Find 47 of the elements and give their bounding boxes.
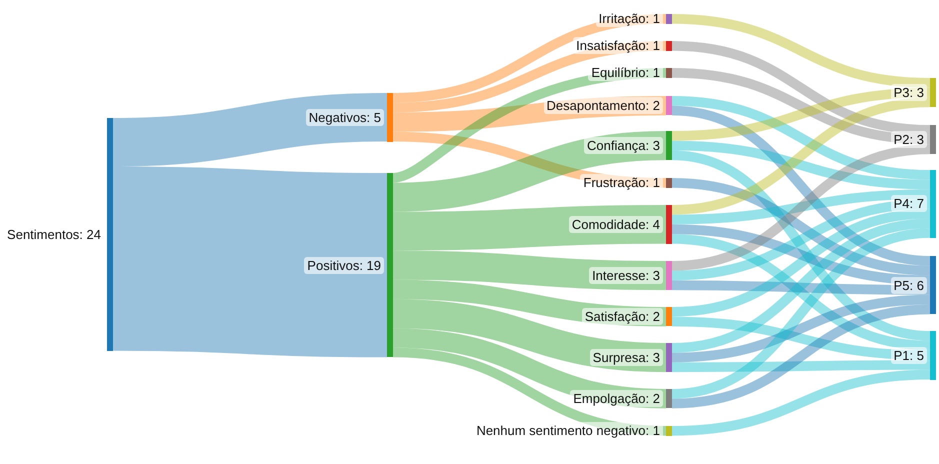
node-label: Negativos: 5 <box>306 108 384 126</box>
flow-band <box>392 68 666 183</box>
node-label: Sentimentos: 24 <box>6 226 102 243</box>
node-label: Equilíbrio: 1 <box>588 64 663 82</box>
flow-band <box>672 140 930 190</box>
node-label: Confiança: 3 <box>584 137 663 154</box>
flow-band <box>672 97 930 215</box>
flow-band <box>672 316 930 360</box>
flow-band <box>672 208 930 317</box>
node-label: P5: 6 <box>890 276 927 294</box>
node-label: Empolgação: 2 <box>570 390 663 408</box>
node-label: P1: 5 <box>890 346 927 364</box>
node-label: Desapontamento: 2 <box>544 97 663 114</box>
flow-band <box>672 96 930 180</box>
flow-band <box>672 88 930 141</box>
node-label: P2: 3 <box>890 131 927 148</box>
flow-band <box>671 228 931 399</box>
node-label: Comodidade: 4 <box>568 216 663 233</box>
node-label: P4: 7 <box>890 195 927 212</box>
flow-band <box>672 199 930 280</box>
flow-band <box>672 224 930 286</box>
flow-band <box>672 41 930 135</box>
flow-band <box>392 96 666 132</box>
flow-band <box>392 328 666 408</box>
node-label: Frustração: 1 <box>580 174 663 192</box>
flow-band <box>671 150 931 341</box>
flow-band <box>672 304 930 408</box>
flow-band <box>672 360 930 372</box>
flow-band <box>392 348 666 436</box>
flow-band <box>672 14 930 88</box>
node-label: Insatisfação: 1 <box>573 37 663 54</box>
flow-band <box>672 144 930 271</box>
node-label: Surpresa: 3 <box>590 349 663 366</box>
flow-band <box>672 370 930 436</box>
flow-band <box>672 189 930 224</box>
node-label: Satisfação: 2 <box>582 308 663 326</box>
flow-band <box>672 106 930 266</box>
flow-band <box>392 132 666 188</box>
node-label: Positivos: 19 <box>304 256 384 274</box>
node-label: Interesse: 3 <box>589 267 663 284</box>
flow-band <box>672 68 930 144</box>
flow-band <box>392 14 666 103</box>
flow-band <box>672 294 930 362</box>
flow-band <box>672 280 930 295</box>
flow-band <box>392 41 666 112</box>
node-label: P3: 3 <box>890 84 927 102</box>
flow-band <box>672 178 930 276</box>
